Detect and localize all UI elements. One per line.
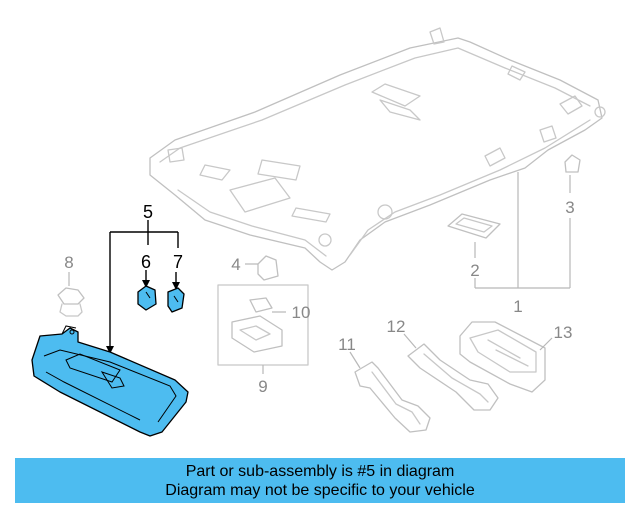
parts-diagram: 1 2 3 4 5 6 7 8 9 10 11 12 13 xyxy=(31,27,606,437)
callout-7: 7 xyxy=(173,252,183,272)
part-13-console xyxy=(459,321,553,393)
banner-line-1: Part or sub-assembly is #5 in diagram xyxy=(185,462,455,480)
part-12-handle xyxy=(403,333,499,411)
info-banner: Part or sub-assembly is #5 in diagram Di… xyxy=(15,458,625,503)
part-7-clip xyxy=(167,287,185,313)
part-5-sun-visor xyxy=(31,325,189,437)
part-2-pad xyxy=(447,213,501,239)
part-4-clip xyxy=(245,255,279,281)
callout-5: 5 xyxy=(143,202,153,222)
part-8-fastener xyxy=(57,272,85,317)
callout-1: 1 xyxy=(513,297,522,316)
part-6-clip xyxy=(137,285,157,311)
part-3-clip xyxy=(564,154,581,173)
part-11-handle xyxy=(349,351,431,433)
callouts: 1 2 3 4 5 6 7 8 9 10 11 12 13 xyxy=(64,198,574,396)
callout-12: 12 xyxy=(387,317,406,336)
callout-2: 2 xyxy=(470,261,479,280)
callout-4: 4 xyxy=(231,255,240,274)
callout-3: 3 xyxy=(565,198,574,217)
part-9-lamp-box xyxy=(217,284,309,374)
lead-lines-1-2-3 xyxy=(474,172,571,289)
headliner xyxy=(149,27,606,271)
callout-6: 6 xyxy=(141,252,151,272)
callout-10: 10 xyxy=(292,303,311,322)
callout-13: 13 xyxy=(554,323,573,342)
banner-line-2: Diagram may not be specific to your vehi… xyxy=(165,481,475,499)
lead-lines-5-6-7 xyxy=(106,220,180,354)
callout-9: 9 xyxy=(258,377,267,396)
callout-11: 11 xyxy=(338,335,356,354)
callout-8: 8 xyxy=(64,253,73,272)
